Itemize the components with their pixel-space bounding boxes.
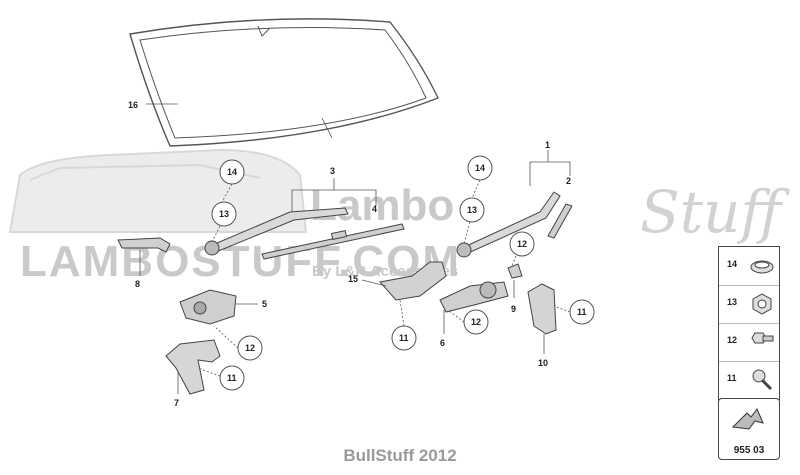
label-3: 3 xyxy=(330,166,335,176)
legend-number: 14 xyxy=(727,259,738,269)
callouts xyxy=(211,155,595,391)
callout-text-12a: 12 xyxy=(245,343,255,353)
callout-text-14a: 14 xyxy=(227,167,237,177)
hardware-legend: 14 13 12 11 xyxy=(718,246,780,400)
left-wiper-arm xyxy=(204,207,349,256)
label-4: 4 xyxy=(372,204,377,214)
callout-text-12c: 12 xyxy=(471,317,481,327)
callout-text-13b: 13 xyxy=(467,205,477,215)
label-1: 1 xyxy=(545,140,550,150)
arrow-icon xyxy=(731,408,764,430)
left-wiper-blade xyxy=(261,223,405,260)
legend-number: 13 xyxy=(727,297,738,307)
grommet-icon xyxy=(750,260,774,274)
right-wiper-blade xyxy=(547,203,573,239)
windshield xyxy=(129,18,439,147)
callout-text-14b: 14 xyxy=(475,163,485,173)
watermark-lambo: Lambo xyxy=(310,181,454,230)
part-6-linkage xyxy=(439,281,509,313)
watermark: Lambo LAMBOSTUFF.COM By L&R Accessories … xyxy=(8,148,790,286)
screw-icon xyxy=(752,369,773,391)
label-15: 15 xyxy=(348,274,358,284)
reference-box: 955 03 xyxy=(718,398,780,460)
label-5: 5 xyxy=(262,299,267,309)
reference-number: 955 03 xyxy=(733,445,765,456)
callout-11-left xyxy=(219,365,245,391)
callout-13-left xyxy=(211,201,237,227)
callout-text-13a: 13 xyxy=(219,209,229,219)
watermark-lambostuff: LAMBOSTUFF.COM xyxy=(20,237,461,286)
part-7-bracket xyxy=(165,339,221,395)
watermark-car-icon xyxy=(8,148,308,233)
label-16: 16 xyxy=(128,100,138,110)
callout-13-right xyxy=(459,197,485,223)
part-10-bracket xyxy=(527,283,557,335)
callout-text-12b: 12 xyxy=(517,239,527,249)
callout-text-11c: 11 xyxy=(577,307,587,317)
legend-number: 11 xyxy=(727,373,737,383)
hex-nut-icon xyxy=(752,293,772,315)
part-9-clip xyxy=(507,263,523,279)
callout-text-11a: 11 xyxy=(227,373,237,383)
legend-row-14: 14 xyxy=(719,247,779,286)
label-2: 2 xyxy=(566,176,571,186)
legend-row-11: 11 xyxy=(719,361,779,399)
legend-row-12: 12 xyxy=(719,323,779,362)
callout-leaders xyxy=(197,179,571,377)
label-9: 9 xyxy=(511,304,516,314)
hex-bolt-icon xyxy=(751,332,774,344)
part-8-bracket xyxy=(117,237,171,253)
label-7: 7 xyxy=(174,398,179,408)
label-6: 6 xyxy=(440,338,445,348)
footer-credit: BullStuff 2012 xyxy=(343,446,457,465)
label-10: 10 xyxy=(538,358,548,368)
legend-row-13: 13 xyxy=(719,285,779,324)
part-5-motor xyxy=(179,289,237,325)
label-8: 8 xyxy=(135,279,140,289)
part-15-bracket xyxy=(379,261,447,301)
watermark-stuff: Stuff xyxy=(640,178,790,246)
callout-12-right xyxy=(509,231,535,257)
legend-number: 12 xyxy=(727,335,738,345)
callout-text-11b: 11 xyxy=(399,333,409,343)
